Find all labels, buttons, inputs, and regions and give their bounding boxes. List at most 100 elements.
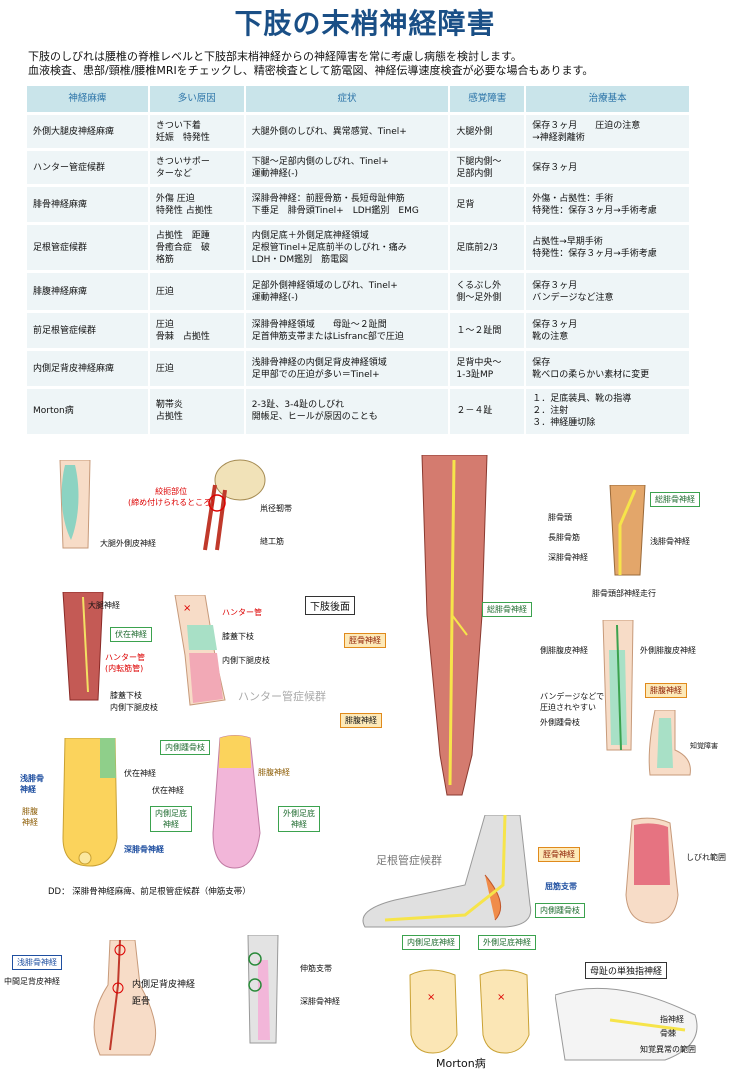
label-fibular-head: 腓骨頭	[548, 513, 572, 522]
label-sartorius: 縫工筋	[260, 537, 284, 546]
cell-sensory: ２－４趾	[449, 386, 527, 434]
header-symptom: 症状	[244, 86, 451, 114]
cell-symptom: 浅腓骨神経の内側足背皮神経領域 足甲部での圧迫が多い＝Tinel+	[244, 348, 451, 388]
label-medial-plantar-tt: 内側足底神経	[402, 935, 460, 950]
label-common-peroneal-fh: 総腓骨神経	[650, 492, 700, 507]
cell-nerve: 外側大腿皮神経麻痺	[27, 112, 150, 150]
caption-hallux-digital: 母趾の単独指神経	[585, 962, 668, 979]
label-saphenous-nerve-box: 伏在神経	[110, 627, 152, 642]
label-bandage-compression: バンデージなどで 圧迫されやすい	[540, 692, 605, 712]
label-inguinal-ligament: 鼡径靭帯	[260, 504, 292, 513]
header-cause: 多い原因	[148, 86, 246, 114]
cell-cause: 靭帯炎 占拠性	[148, 386, 246, 434]
fibular-head-illustration	[609, 485, 646, 576]
cell-nerve: 腓骨神経麻痺	[27, 184, 150, 224]
cell-nerve: 腓腹神経麻痺	[27, 270, 150, 312]
label-superficial-peroneal: 浅腓骨 神経	[20, 774, 44, 794]
cell-sensory: くるぶし外 側～足外側	[449, 270, 527, 312]
label-compression-site: 絞扼部位 (締め付けられるところ)	[128, 487, 215, 507]
label-medial-crural: 内側下腿皮枝	[110, 703, 158, 712]
label-tibial-nerve: 脛骨神経	[344, 633, 386, 648]
label-bone-spur: 骨棘	[660, 1029, 676, 1038]
cell-symptom: 下腿～足部内側のしびれ、Tinel+ 運動神経(-)	[244, 148, 451, 186]
caption-tarsal-tunnel: 足根管症候群	[376, 854, 442, 867]
cell-treatment: 保存３ヶ月	[525, 148, 691, 186]
cell-cause: 圧迫 骨棘 占拠性	[148, 310, 246, 350]
dorsal-foot-illustration	[93, 940, 157, 1056]
label-sural-dorsum: 腓腹 神経	[22, 807, 38, 827]
tarsal-tunnel-illustration	[362, 815, 532, 928]
header-nerve: 神経麻痺	[27, 86, 150, 114]
intro-line-1: 下肢のしびれは腰椎の脊椎レベルと下肢部末梢神経からの神経障害を常に考慮し病態を検…	[28, 50, 522, 63]
table-row: 前足根管症候群 圧迫 骨棘 占拠性 深腓骨神経領域 母趾～２趾間 足首伸筋支帯ま…	[27, 310, 691, 350]
cell-cause: 圧迫	[148, 348, 246, 388]
foot-plantar-illustration	[212, 735, 261, 869]
cell-symptom: 足部外側神経領域のしびれ、Tinel+ 運動神経(-)	[244, 270, 451, 312]
label-deep-peroneal: 深腓骨神経	[124, 845, 164, 854]
label-common-peroneal: 総腓骨神経	[482, 602, 532, 617]
label-sural-plantar: 腓腹神経	[258, 768, 290, 777]
cell-treatment: 保存３ヶ月 圧迫の注意 →神経剥離術	[525, 112, 691, 150]
svg-text:×: ×	[183, 603, 191, 614]
label-medial-calcaneal-tt: 内側踵骨枝	[535, 903, 585, 918]
label-deep-peroneal-fh: 深腓骨神経	[548, 553, 588, 562]
cell-nerve: 前足根管症候群	[27, 310, 150, 350]
cell-symptom: 大腿外側のしびれ、異常感覚、Tinel+	[244, 112, 451, 150]
label-medial-sural-cut: 側腓腹皮神経	[540, 646, 588, 655]
nerve-table: 神経麻痺 多い原因 症状 感覚障害 治療基本 外側大腿皮神経麻痺 きつい下着 妊…	[27, 86, 691, 434]
label-sensory-disturbance: 知覚障害	[690, 742, 718, 750]
cell-treatment: １．足底装具、靴の指導 ２．注射 ３．神経腫切除	[525, 386, 691, 434]
label-lateral-calcaneal: 外側踵骨枝	[540, 718, 580, 727]
leg-hunter-illustration: ×	[174, 595, 226, 706]
caption-posterior-view: 下肢後面	[305, 596, 355, 615]
label-hunter-canal: ハンター管 (内転筋管)	[105, 653, 145, 673]
label-intermediate-dorsal-cut: 中間足背皮神経	[4, 977, 60, 986]
header-sensory: 感覚障害	[449, 86, 527, 114]
cell-sensory: 足背中央～ 1-3趾MP	[449, 348, 527, 388]
lateral-leg-illustration	[602, 620, 634, 751]
label-sural-posterior: 腓腹神経	[340, 713, 382, 728]
cell-sensory: 足背	[449, 184, 527, 224]
label-saphenous-dorsum: 伏在神経	[124, 769, 156, 778]
cell-nerve: Morton病	[27, 386, 150, 434]
table-row: 腓腹神経麻痺 圧迫 足部外側神経領域のしびれ、Tinel+ 運動神経(-) くる…	[27, 270, 691, 312]
thigh-illustration	[59, 460, 91, 549]
label-hunter-canal-2: ハンター管	[222, 608, 262, 617]
posterior-leg-illustration	[421, 455, 488, 796]
intro-text: 下肢のしびれは腰椎の脊椎レベルと下肢部末梢神経からの神経障害を常に考慮し病態を検…	[28, 50, 718, 78]
label-sural-lateral: 腓腹神経	[645, 683, 687, 698]
cell-sensory: 下腿内側～ 足部内側	[449, 148, 527, 186]
label-medial-crural-2: 内側下腿皮枝	[222, 656, 270, 665]
label-numbness-range: しびれ範囲	[686, 853, 726, 862]
cell-treatment: 保存３ヶ月 靴の注意	[525, 310, 691, 350]
table-row: 内側足背皮神経麻痺 圧迫 浅腓骨神経の内側足背皮神経領域 足甲部での圧迫が多い＝…	[27, 348, 691, 388]
svg-text:×: ×	[497, 992, 505, 1003]
cell-nerve: ハンター管症候群	[27, 148, 150, 186]
cell-sensory: 足底前2/3	[449, 222, 527, 272]
label-superficial-peroneal-fh: 浅腓骨神経	[650, 537, 690, 546]
cell-cause: 圧迫	[148, 270, 246, 312]
caption-fibular-head: 腓骨頭部神経走行	[592, 589, 656, 598]
cell-cause: きついサポー ターなど	[148, 148, 246, 186]
pelvis-illustration	[203, 459, 266, 551]
thigh-muscle-illustration	[62, 592, 104, 701]
svg-text:×: ×	[427, 992, 435, 1003]
label-medial-calcaneal: 内側踵骨枝	[160, 740, 210, 755]
label-saphenous-plantar: 伏在神経	[152, 786, 184, 795]
dd-note: DD： 深腓骨神経麻痺、前足根管症候群（伸筋支帯）	[48, 887, 251, 897]
cell-nerve: 足根管症候群	[27, 222, 150, 272]
label-lat-fem-cut-nerve: 大腿外側皮神経	[100, 539, 156, 548]
table-row: 腓骨神経麻痺 外傷 圧迫 特発性 占拠性 深腓骨神経：前脛骨筋・長短母趾伸筋 下…	[27, 184, 691, 224]
morton-feet-illustration: × ×	[409, 969, 530, 1054]
cell-treatment: 保存 靴べロの柔らかい素材に変更	[525, 348, 691, 388]
cell-sensory: 大腿外側	[449, 112, 527, 150]
cell-symptom: 深腓骨神経領域 母趾～２趾間 足首伸筋支帯またはLisfranc部で圧迫	[244, 310, 451, 350]
label-femoral-nerve: 大腿神経	[88, 601, 120, 610]
cell-sensory: １～２趾間	[449, 310, 527, 350]
cell-symptom: 2-3趾、3-4趾のしびれ 開帳足、ヒールが原因のことも	[244, 386, 451, 434]
sole-illustration	[625, 817, 679, 924]
page-title: 下肢の末梢神経障害	[234, 7, 496, 40]
label-medial-dorsal-cut: 内側足背皮神経	[132, 980, 196, 990]
cell-cause: 外傷 圧迫 特発性 占拠性	[148, 184, 246, 224]
ankle-front-illustration	[247, 935, 279, 1044]
